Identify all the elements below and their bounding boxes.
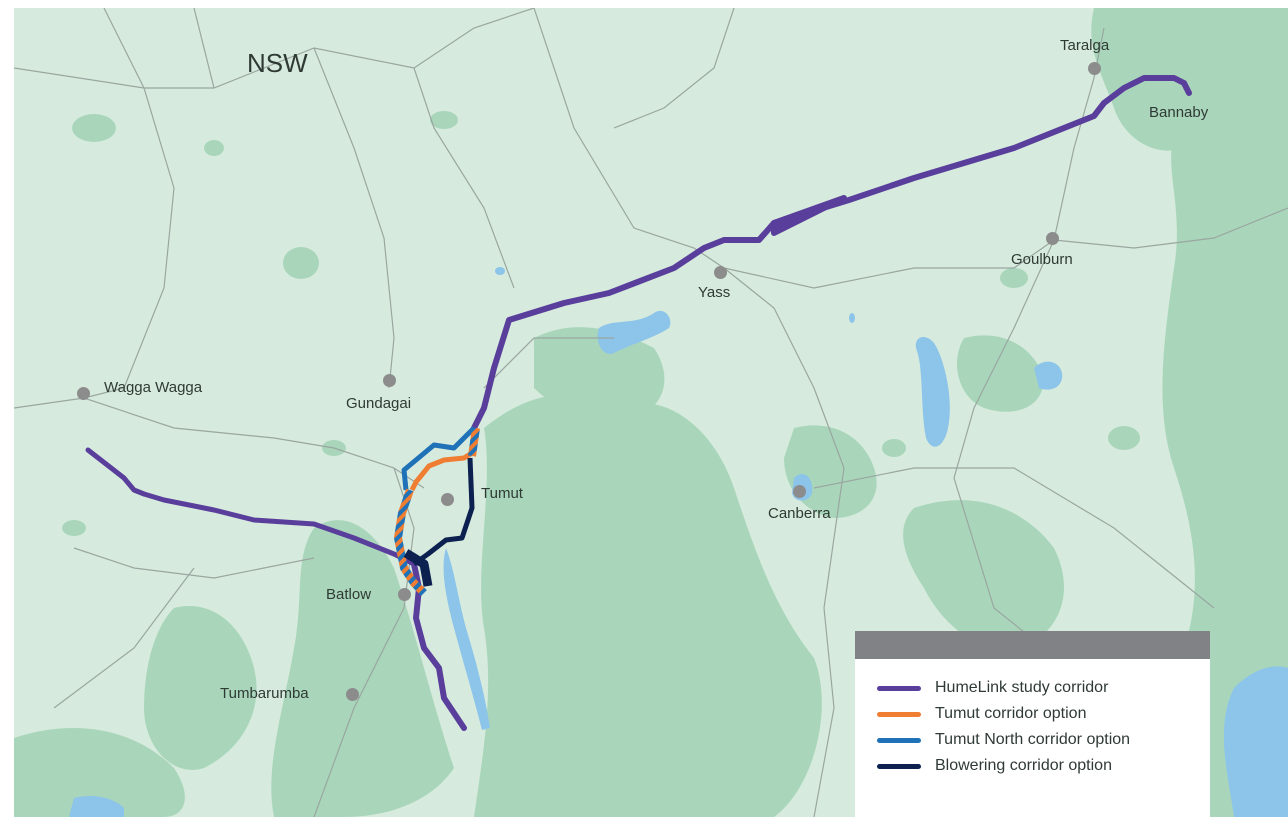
legend-swatch-humelink xyxy=(877,685,921,691)
town-label-bannaby: Bannaby xyxy=(1149,104,1209,121)
humelink-study-corridor xyxy=(85,75,1192,731)
town-marker-tumbarumba[interactable] xyxy=(346,688,359,701)
town-label-taralga: Taralga xyxy=(1060,37,1110,54)
town-label-tumbarumba: Tumbarumba xyxy=(220,685,309,702)
town-marker-goulburn[interactable] xyxy=(1046,232,1059,245)
water-bodies xyxy=(69,267,1288,817)
town-label-canberra: Canberra xyxy=(768,505,831,522)
map-legend: HumeLink study corridor Tumut corridor o… xyxy=(855,631,1210,817)
town-label-wagga-wagga: Wagga Wagga xyxy=(104,379,203,396)
legend-swatch-tumut xyxy=(877,711,921,717)
road-network xyxy=(14,8,1288,817)
town-marker-taralga[interactable] xyxy=(1088,62,1101,75)
forest-areas xyxy=(14,8,1288,817)
town-label-goulburn: Goulburn xyxy=(1011,251,1073,268)
town-marker-canberra[interactable] xyxy=(793,485,806,498)
tumut-corridor-option xyxy=(409,450,474,492)
town-label-gundagai: Gundagai xyxy=(346,395,412,412)
town-label-batlow: Batlow xyxy=(326,586,372,603)
legend-swatch-blowering xyxy=(877,763,921,769)
town-marker-gundagai[interactable] xyxy=(383,374,396,387)
town-marker-wagga-wagga[interactable] xyxy=(77,387,90,400)
legend-item-tumut-north: Tumut North corridor option xyxy=(877,729,1130,751)
tumut-north-corridor-option xyxy=(401,426,476,491)
legend-item-humelink: HumeLink study corridor xyxy=(877,677,1108,699)
town-label-yass: Yass xyxy=(698,284,731,301)
legend-label-tumut: Tumut corridor option xyxy=(935,705,1087,722)
town-label-tumut: Tumut xyxy=(481,485,523,502)
legend-swatch-tumut-north xyxy=(877,737,921,743)
map-view[interactable]: NSW Taralga Bannaby Goulburn Yass Canber… xyxy=(14,8,1288,817)
legend-label-humelink: HumeLink study corridor xyxy=(935,679,1109,696)
legend-item-blowering: Blowering corridor option xyxy=(877,755,1112,777)
legend-label-blowering: Blowering corridor option xyxy=(935,757,1112,774)
town-marker-tumut[interactable] xyxy=(441,493,454,506)
map-canvas xyxy=(14,8,1288,817)
town-marker-batlow[interactable] xyxy=(398,588,411,601)
blowering-corridor-option xyxy=(403,457,475,587)
shared-corridor-section xyxy=(394,427,480,596)
town-marker-yass[interactable] xyxy=(714,266,727,279)
legend-header-bar xyxy=(855,631,1210,659)
legend-item-tumut: Tumut corridor option xyxy=(877,703,1086,725)
state-label: NSW xyxy=(247,48,308,78)
legend-label-tumut-north: Tumut North corridor option xyxy=(935,731,1131,748)
